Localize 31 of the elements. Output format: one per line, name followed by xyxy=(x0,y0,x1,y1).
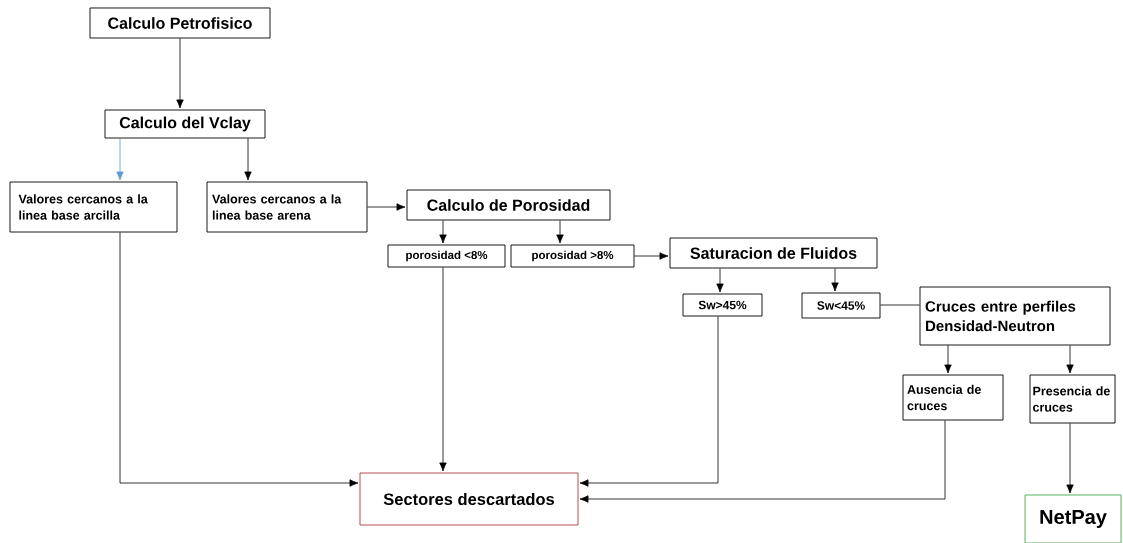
arrow xyxy=(579,420,946,503)
arrow xyxy=(831,268,839,292)
arrow xyxy=(439,267,447,472)
result-box: Sectores descartados xyxy=(359,472,579,526)
arrow xyxy=(556,220,564,244)
arrow xyxy=(1066,345,1074,374)
process-box: Calculo de Porosidad xyxy=(406,189,611,221)
process-box: Calculo del Vclay xyxy=(104,109,266,139)
condition-box: Sw>45% xyxy=(682,293,763,317)
arrow xyxy=(716,268,724,293)
arrow xyxy=(579,316,719,487)
arrow xyxy=(634,252,669,260)
process-box: Saturacion de Fluidos xyxy=(669,237,878,269)
process-box: Cruces entre perfiles Densidad-Neutron xyxy=(919,286,1111,346)
condition-box: Sw<45% xyxy=(801,292,881,319)
condition-box: porosidad >8% xyxy=(510,244,635,268)
arrow xyxy=(119,232,359,487)
arrow xyxy=(439,220,447,244)
process-box: Valores cercanos a la linea base arena xyxy=(206,181,368,233)
arrow xyxy=(244,138,252,181)
arrow xyxy=(944,345,952,374)
process-box: Valores cercanos a la linea base arcilla xyxy=(9,181,178,233)
condition-box: porosidad <8% xyxy=(387,244,506,268)
arrow xyxy=(367,203,406,211)
arrow xyxy=(116,138,124,181)
process-box: Calculo Petrofisico xyxy=(89,7,271,39)
result-box: NetPay xyxy=(1024,494,1122,543)
arrow xyxy=(176,38,184,109)
arrow xyxy=(1066,423,1074,494)
condition-box: Presencia de cruces xyxy=(1029,374,1116,424)
condition-box: Ausencia de cruces xyxy=(902,374,1004,421)
